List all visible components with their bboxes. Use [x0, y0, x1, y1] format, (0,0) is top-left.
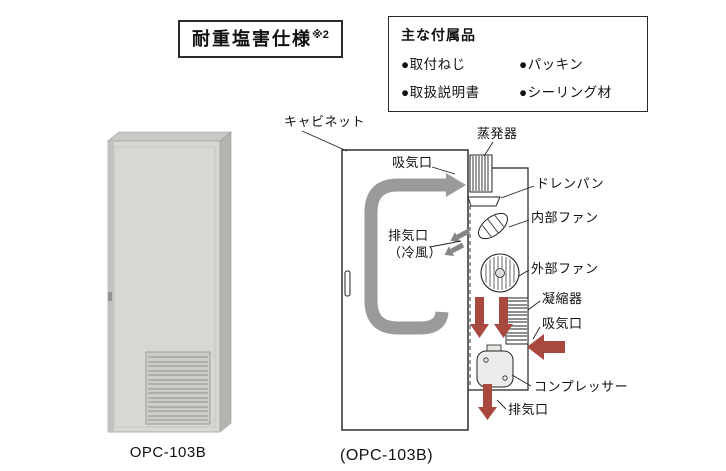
compressor-shape — [476, 344, 514, 388]
drain-pan-shape — [467, 196, 501, 207]
label-exhaust-bottom: 排気口 — [508, 402, 549, 417]
bottom-exhaust-arrow — [478, 384, 497, 420]
condenser-down-arrow-1 — [470, 297, 489, 338]
leader-compressor — [511, 374, 532, 387]
label-exhaust-cold-line2: （冷風） — [388, 244, 443, 260]
condenser-shape — [505, 297, 529, 345]
internal-fan-shape — [478, 212, 508, 240]
accessory-item: ●パッキン — [519, 57, 584, 72]
evaporator-shape — [469, 154, 493, 193]
leader-cabinet — [301, 130, 348, 152]
label-external-fan: 外部ファン — [531, 261, 599, 276]
external-fan-shape — [480, 253, 520, 293]
spec-title-box: 耐重塩害仕様※2 — [178, 20, 343, 58]
vent-grille-slats — [148, 356, 208, 421]
label-compressor: コンプレッサー — [534, 379, 629, 394]
leader-internal-fan — [508, 219, 530, 228]
label-intake-top: 吸気口 — [392, 155, 433, 170]
external-airflow-arrows — [470, 297, 565, 420]
label-internal-fan: 内部ファン — [531, 210, 599, 225]
accessories-list: ●取付ねじ ●パッキン ●取扱説明書 ●シーリング材 — [401, 53, 635, 101]
internal-airflow-arrow — [364, 173, 466, 335]
accessory-item: ●シーリング材 — [519, 85, 612, 100]
leader-drain-pan — [500, 185, 535, 199]
product-label: OPC-103B — [129, 444, 207, 461]
spec-title: 耐重塩害仕様 — [192, 29, 312, 49]
label-exhaust-cold: 排気口 （冷風） — [388, 228, 442, 262]
label-cabinet: キャビネット — [284, 114, 366, 129]
accessory-item: ●取扱説明書 — [401, 85, 480, 100]
leader-lines — [301, 130, 541, 410]
label-exhaust-cold-line1: 排気口 — [388, 228, 429, 243]
spec-title-note: ※2 — [312, 29, 329, 41]
leader-condenser — [527, 300, 541, 311]
side-intake-arrow — [527, 334, 565, 360]
diagram-caption: (OPC-103B) — [340, 447, 434, 464]
accessories-box: 主な付属品 ●取付ねじ ●パッキン ●取扱説明書 ●シーリング材 — [388, 16, 648, 112]
leader-intake-top — [431, 166, 456, 175]
leader-external-fan — [518, 269, 530, 277]
cabinet-outline — [341, 149, 469, 431]
condenser-down-arrow-2 — [494, 297, 513, 338]
leader-intake-side — [532, 326, 541, 340]
label-drain-pan: ドレンパン — [536, 176, 605, 191]
leader-exhaust-cold — [429, 240, 462, 248]
accessories-title: 主な付属品 — [401, 27, 476, 43]
cold-air-arrow — [444, 228, 471, 256]
product-image — [107, 131, 232, 433]
door-handle — [344, 270, 351, 297]
door-lock — [108, 292, 112, 301]
label-evaporator: 蒸発器 — [477, 126, 518, 141]
leader-exhaust-bottom — [496, 399, 507, 410]
accessory-item: ●取付ねじ — [401, 57, 466, 72]
label-intake-side: 吸気口 — [542, 316, 583, 331]
vent-grille — [145, 351, 211, 425]
leader-evaporator — [483, 141, 494, 157]
label-condenser: 凝縮器 — [542, 291, 583, 306]
cooling-unit — [467, 154, 529, 391]
